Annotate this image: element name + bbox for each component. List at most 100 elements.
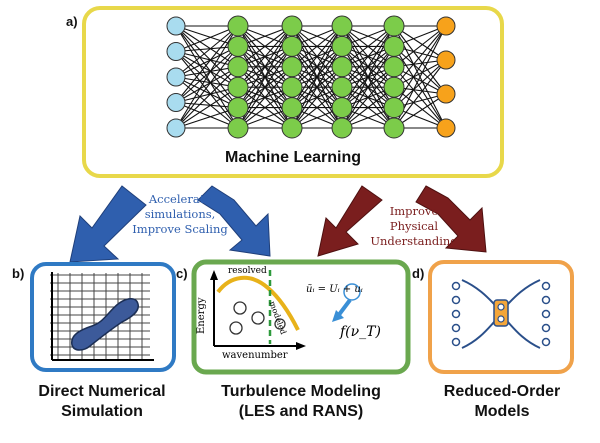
network-edge [341, 25, 395, 108]
panel-d-letter: d) [412, 266, 425, 281]
network-edge [237, 25, 293, 68]
arrow-label-left-line-1: Accelerate [148, 192, 212, 206]
network-node [331, 117, 353, 139]
panel-d-caption-line-2: Models [474, 403, 530, 420]
network-edge [175, 51, 239, 129]
network-edge [393, 25, 447, 108]
network-node [383, 97, 405, 119]
rom-node [541, 281, 551, 291]
network-node [166, 16, 186, 36]
network-edge [175, 45, 239, 103]
arrow-label-right-line-1: Improve [389, 204, 439, 218]
network-edge [175, 25, 239, 129]
network-edge [291, 25, 343, 108]
network-node [331, 76, 353, 98]
network-node [383, 56, 405, 78]
network-node [227, 117, 249, 139]
network-node [436, 16, 456, 36]
arrow-label-left-line-3: Improve Scaling [132, 222, 228, 236]
panel-b-letter: b) [12, 266, 25, 281]
rom-node [451, 309, 461, 319]
wavenumber-label: wavenumber [222, 350, 288, 361]
resolved-label: resolved [228, 266, 267, 276]
network-node [166, 67, 186, 87]
blue-arrow-right [197, 185, 271, 257]
red-arrow-left [317, 185, 383, 257]
network-edge [175, 45, 239, 78]
rom-node [541, 337, 551, 347]
network-node [281, 35, 303, 57]
network-edge [175, 46, 239, 129]
network-edge [175, 101, 239, 129]
network-edge [237, 66, 293, 129]
network-edge [175, 51, 239, 109]
arrow-label-left-line-2: simulations, [144, 207, 216, 221]
network-edge [341, 86, 395, 129]
network-node [383, 76, 405, 98]
network-edge [175, 107, 239, 129]
network-node [281, 117, 303, 139]
network-node [281, 97, 303, 119]
eddies [229, 301, 286, 335]
panel-a-title: Machine Learning [224, 149, 362, 166]
network-edge [175, 51, 239, 88]
rom-node [451, 295, 461, 305]
panel-d-caption: Reduced-Order Models [424, 382, 580, 422]
network-node [331, 97, 353, 119]
rom-node [451, 323, 461, 333]
network-node [281, 56, 303, 78]
network-edge [393, 45, 447, 95]
network-node [281, 76, 303, 98]
arrow-label-right: Improve Physical Understanding [364, 204, 464, 249]
eddy-viscosity-function: f(ν_T) [340, 324, 381, 340]
network-edge [175, 76, 239, 109]
panel-b-caption-line-1: Direct Numerical [38, 383, 166, 400]
network-node [383, 35, 405, 57]
network-edge [175, 86, 239, 129]
network-edge [175, 86, 239, 104]
network-node [227, 97, 249, 119]
network-node [331, 35, 353, 57]
network-edge [175, 76, 239, 129]
network-edge [175, 66, 239, 129]
network-edge [175, 25, 239, 78]
network-edge [393, 59, 447, 109]
network-edge [291, 86, 343, 129]
network-node [436, 118, 456, 138]
panel-c-letter: c) [176, 266, 188, 281]
flow-structure [71, 298, 139, 351]
panel-c-caption: Turbulence Modeling (LES and RANS) [192, 382, 410, 422]
red-arrow-right [415, 185, 487, 253]
energy-label: Energy [196, 297, 207, 335]
rom-node [541, 295, 551, 305]
network-node [383, 15, 405, 37]
network-node [436, 84, 456, 104]
network-edge [341, 25, 395, 68]
network-edge [291, 25, 343, 68]
network-edge [175, 50, 239, 68]
network-edge [237, 86, 293, 129]
network-edge [393, 25, 447, 68]
network-edge [393, 25, 447, 95]
network-edge [291, 66, 343, 129]
network-node [436, 50, 456, 70]
rom-autoencoder [451, 279, 551, 349]
network-node [331, 56, 353, 78]
network-edge [237, 25, 293, 88]
panel-c-frame [191, 259, 411, 375]
panel-c-caption-line-1: Turbulence Modeling [221, 383, 381, 400]
network-node [227, 15, 249, 37]
rom-latent-node [497, 315, 505, 323]
network-edge [341, 25, 395, 88]
network-edge [341, 66, 395, 129]
network-node [166, 42, 186, 61]
network-edge [175, 66, 239, 103]
arrow-label-right-line-3: Understanding [370, 234, 458, 248]
network-edge [291, 46, 343, 129]
network-edge [237, 25, 293, 108]
network-nodes [166, 15, 456, 139]
network-edge [175, 25, 239, 53]
network-node [281, 15, 303, 37]
network-node [166, 93, 186, 112]
